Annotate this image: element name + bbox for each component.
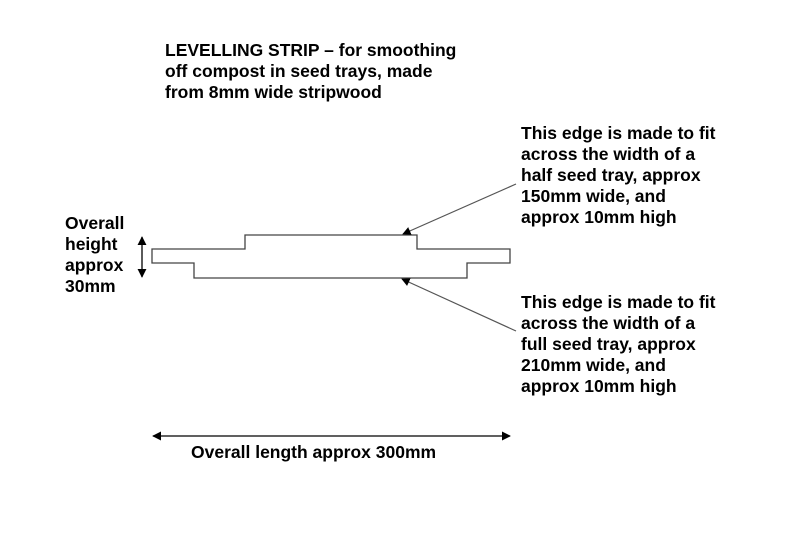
height-label: Overall height approx 30mm (65, 213, 125, 296)
top-edge-pointer-arrow (402, 183, 517, 235)
bottom-edge-pointer-arrow (401, 278, 517, 332)
levelling-strip-outline (151, 234, 511, 279)
top-edge-note: This edge is made to fit across the widt… (521, 123, 716, 227)
bottom-edge-note: This edge is made to fit across the widt… (521, 292, 716, 396)
length-label: Overall length approx 300mm (191, 442, 437, 462)
diagram-title: LEVELLING STRIP – for smoothing off comp… (165, 40, 457, 102)
